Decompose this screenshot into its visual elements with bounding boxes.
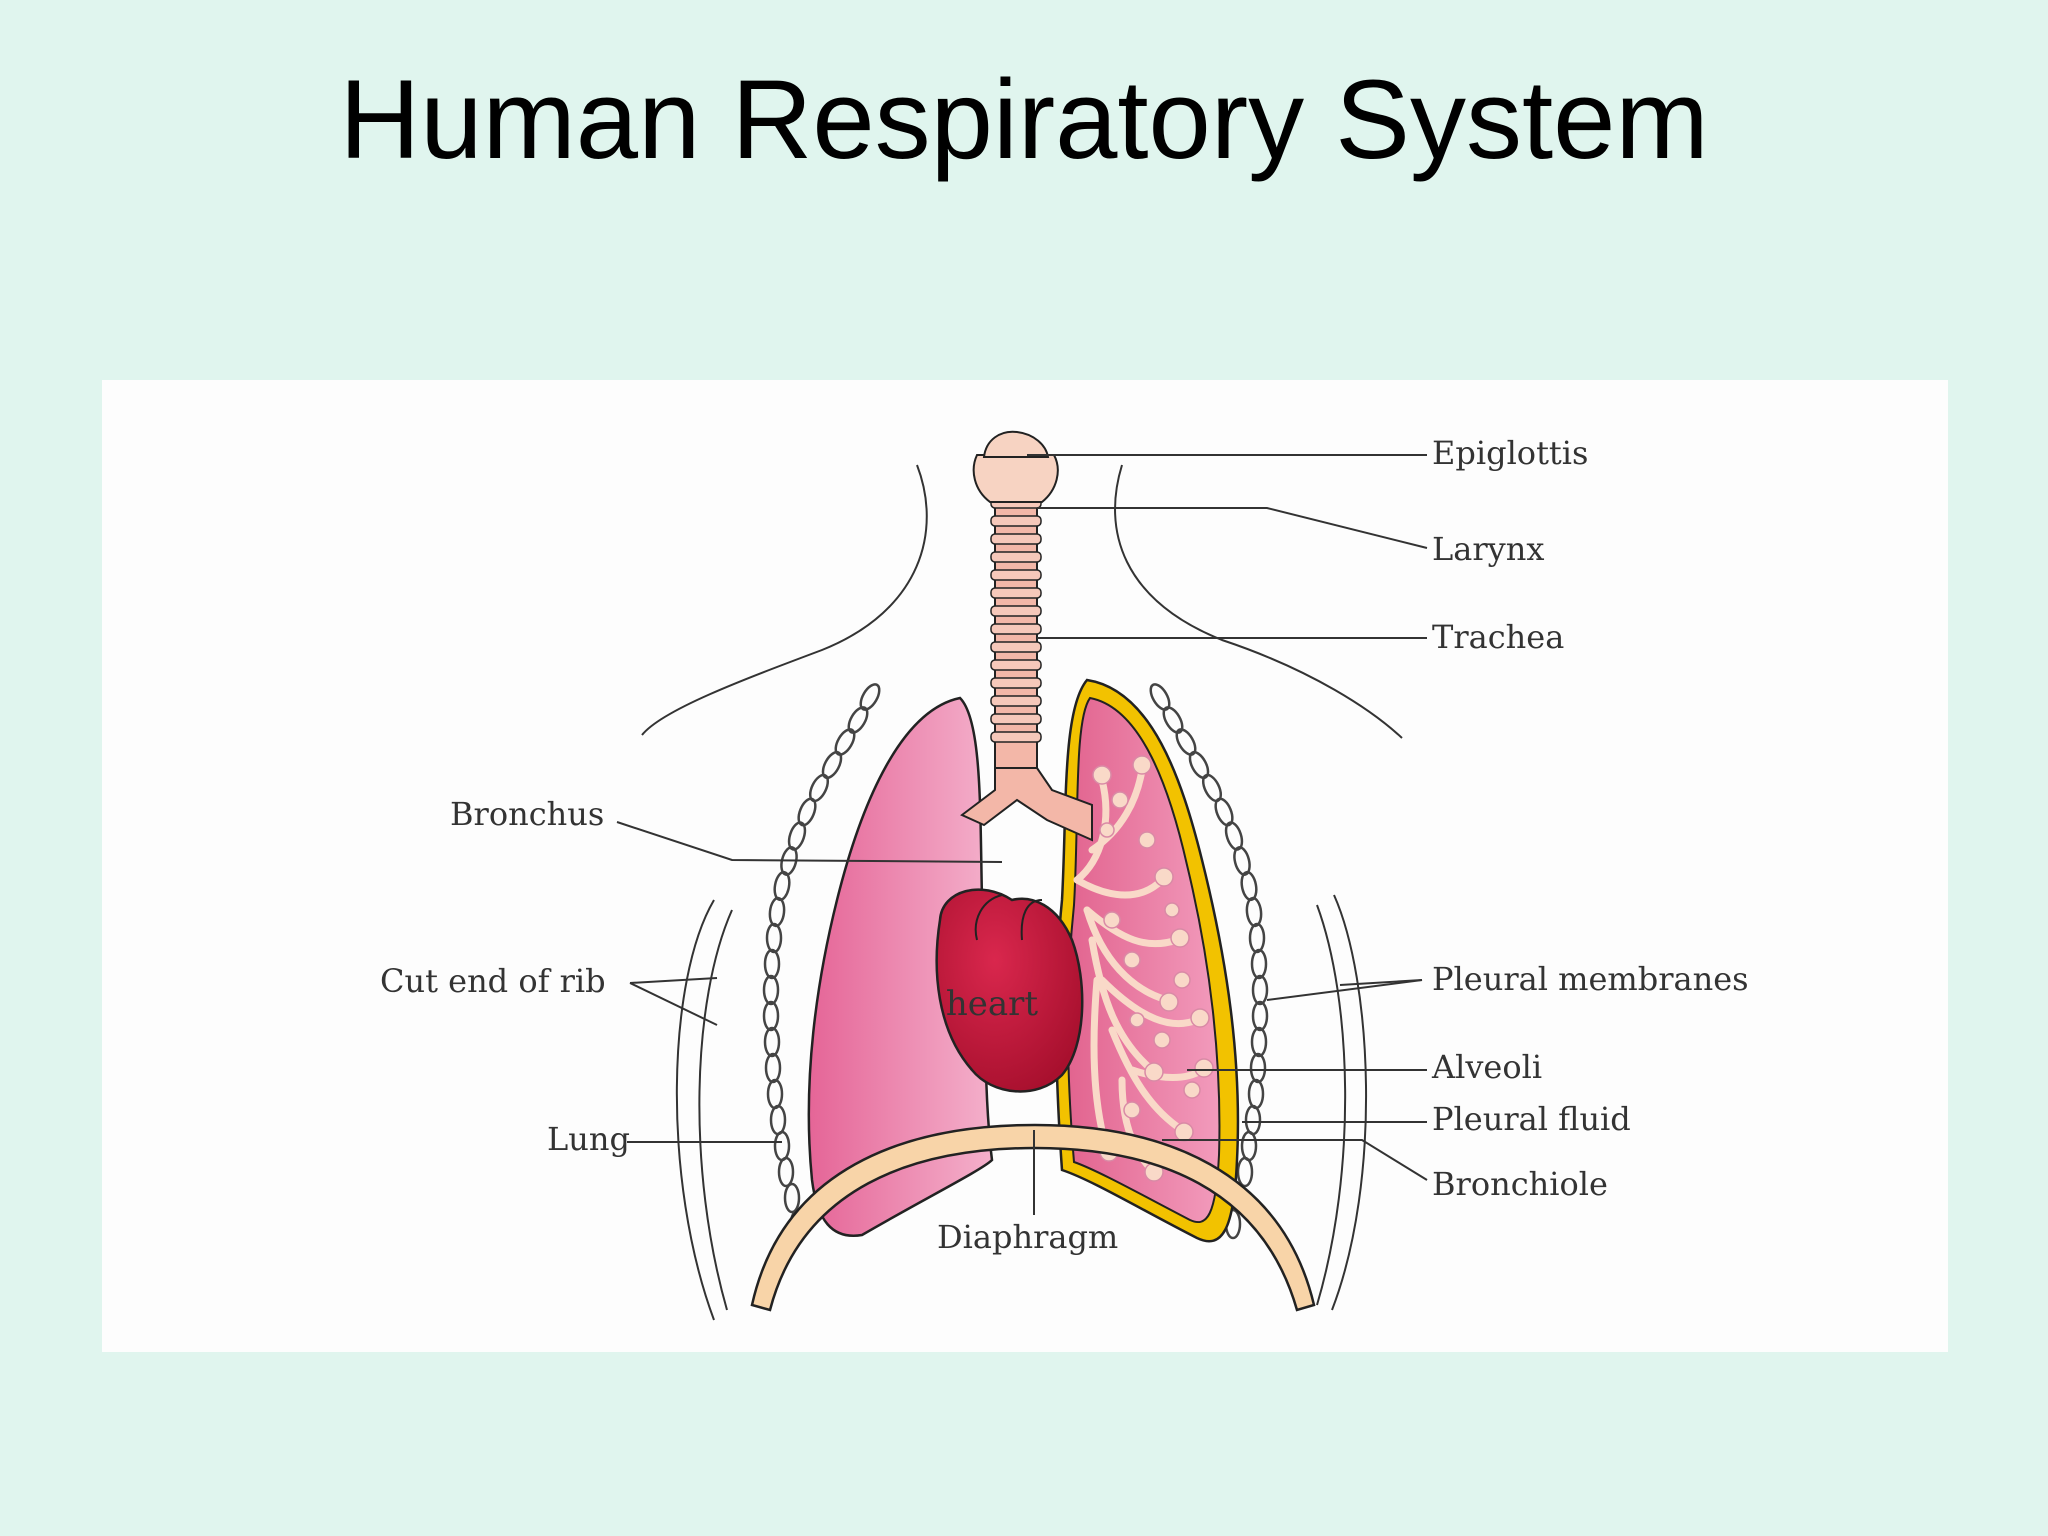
label-lung: Lung xyxy=(547,1120,630,1158)
thorax-wall-right xyxy=(1331,894,1368,1311)
respiratory-diagram: Epiglottis Larynx Trachea Bronchus Cut e… xyxy=(380,430,1749,1321)
page-title: Human Respiratory System xyxy=(339,57,1709,182)
label-pleural-fluid: Pleural fluid xyxy=(1432,1100,1631,1138)
body-outline-right xyxy=(1114,464,1403,739)
alveoli-clusters xyxy=(1092,755,1214,1182)
body-outline-left xyxy=(641,464,928,736)
leader-lines xyxy=(616,454,1428,1215)
thorax-wall-right-inner xyxy=(1316,904,1347,1306)
heart xyxy=(935,888,1084,1093)
respiratory-diagram-panel: Epiglottis Larynx Trachea Bronchus Cut e… xyxy=(102,380,1948,1352)
bronchi xyxy=(960,767,1093,842)
label-trachea: Trachea xyxy=(1432,618,1564,656)
larynx xyxy=(972,454,1059,503)
label-cut-end-of-rib: Cut end of rib xyxy=(380,962,606,1000)
thorax-wall-left-inner xyxy=(698,909,733,1311)
label-heart: heart xyxy=(946,984,1039,1024)
heart-vessel xyxy=(974,894,1043,941)
thorax-wall-left xyxy=(675,899,715,1321)
label-pleural-membranes: Pleural membranes xyxy=(1432,960,1749,998)
label-bronchiole: Bronchiole xyxy=(1432,1165,1608,1203)
label-diaphragm: Diaphragm xyxy=(937,1218,1118,1256)
diaphragm xyxy=(750,1123,1316,1312)
label-alveoli: Alveoli xyxy=(1431,1048,1542,1086)
trachea xyxy=(990,489,1042,771)
label-larynx: Larynx xyxy=(1432,530,1544,568)
label-bronchus: Bronchus xyxy=(450,795,604,833)
label-epiglottis: Epiglottis xyxy=(1432,434,1588,472)
epiglottis xyxy=(982,430,1050,458)
